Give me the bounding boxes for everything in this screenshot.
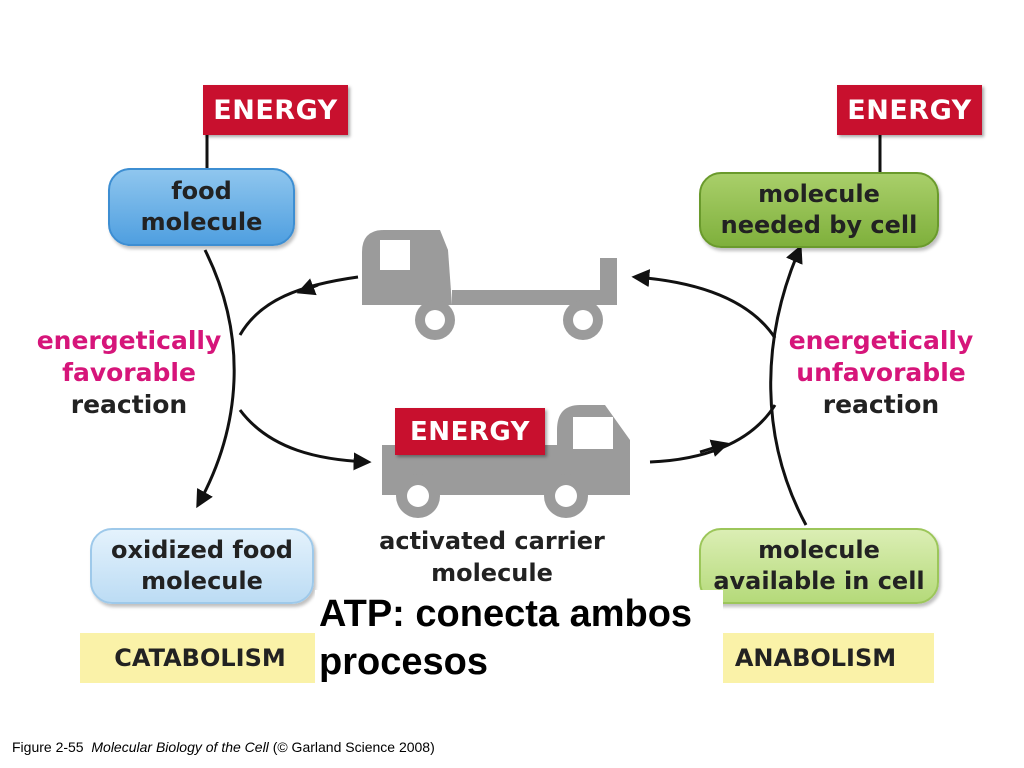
molecule-available-label: molecule available in cell xyxy=(713,536,925,595)
molecule-available-pill: molecule available in cell xyxy=(699,528,939,604)
molecule-needed-pill: molecule needed by cell xyxy=(699,172,939,248)
truck-cargo-energy-box: ENERGY xyxy=(395,408,545,455)
carrier-empty-arrow xyxy=(631,269,777,339)
empty-truck-icon xyxy=(362,230,617,340)
carrier-return-arrow xyxy=(238,275,359,336)
oxidized-food-molecule-pill: oxidized food molecule xyxy=(90,528,314,604)
anabolism-energy-label: ENERGY xyxy=(847,94,972,126)
oxidized-food-molecule-label: oxidized food molecule xyxy=(111,536,293,595)
favorable-line3: reaction xyxy=(70,390,188,419)
unfavorable-line2: unfavorable xyxy=(796,358,966,387)
carrier-return-arrowhead xyxy=(296,278,319,296)
truck-cargo-label: ENERGY xyxy=(410,416,530,447)
unfavorable-line3: reaction xyxy=(822,390,940,419)
carrier-discharge-arrow xyxy=(649,404,777,464)
catabolism-box: CATABOLISM xyxy=(80,633,320,683)
food-molecule-pill: food molecule xyxy=(108,168,295,246)
figure-caption: Figure 2-55 Molecular Biology of the Cel… xyxy=(12,739,435,755)
activated-carrier-label: activated carrier molecule xyxy=(379,527,605,587)
carrier-discharge-arrowhead xyxy=(699,439,730,457)
favorable-reaction-label: energetically favorable reaction xyxy=(20,325,238,421)
molecule-needed-label: molecule needed by cell xyxy=(720,180,918,239)
anabolism-label: ANABOLISM xyxy=(734,644,897,672)
caption-book: Molecular Biology of the Cell xyxy=(91,739,269,755)
atp-overlay-text: ATP: conecta ambos procesos xyxy=(315,590,723,686)
caption-credit: (© Garland Science 2008) xyxy=(272,739,435,755)
catabolism-energy-box: ENERGY xyxy=(203,85,348,135)
food-molecule-label: food molecule xyxy=(140,177,263,236)
caption-figure: Figure 2-55 xyxy=(12,739,84,755)
catabolism-label: CATABOLISM xyxy=(114,644,286,672)
anabolism-box: ANABOLISM xyxy=(697,633,934,683)
unfavorable-line1: energetically xyxy=(788,326,974,355)
favorable-line2: favorable xyxy=(62,358,196,387)
catabolism-energy-label: ENERGY xyxy=(213,94,338,126)
favorable-line1: energetically xyxy=(36,326,222,355)
anabolism-energy-box: ENERGY xyxy=(837,85,982,135)
unfavorable-reaction-label: energetically unfavorable reaction xyxy=(776,325,986,421)
catabolic-arrow xyxy=(196,249,236,509)
carrier-charge-arrow xyxy=(238,409,372,471)
anabolic-arrow xyxy=(769,244,808,526)
